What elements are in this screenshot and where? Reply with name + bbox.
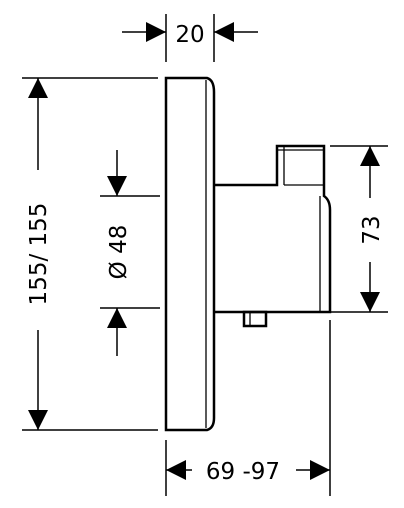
height-label: 155/ 155 [26,203,52,306]
diameter-arrow-top [107,176,127,196]
height-arrow-top [28,78,48,98]
right-height-label: 73 [359,215,385,244]
top-arrow-left [146,22,166,42]
diameter-arrow-bottom [107,308,127,328]
valve-stem [242,310,268,328]
dimension-diameter: Ø 48 [100,150,160,356]
cover-plate [164,76,216,432]
depth-label: 69 -97 [206,459,280,485]
right-arrow-top [360,146,380,166]
dimension-right-height: 73 [330,145,388,313]
dimension-depth: 69 -97 [165,320,331,496]
top-arrow-right [214,22,234,42]
dimension-top-width: 20 [122,14,258,62]
depth-arrow-left [166,460,186,480]
height-arrow-bottom [28,410,48,430]
dimension-height: 155/ 155 [22,77,158,431]
fixture-outline [164,76,332,432]
depth-arrow-right [310,460,330,480]
valve-body [214,144,332,314]
diameter-label: Ø 48 [106,225,132,280]
top-width-label: 20 [175,22,204,48]
right-arrow-bottom [360,292,380,312]
